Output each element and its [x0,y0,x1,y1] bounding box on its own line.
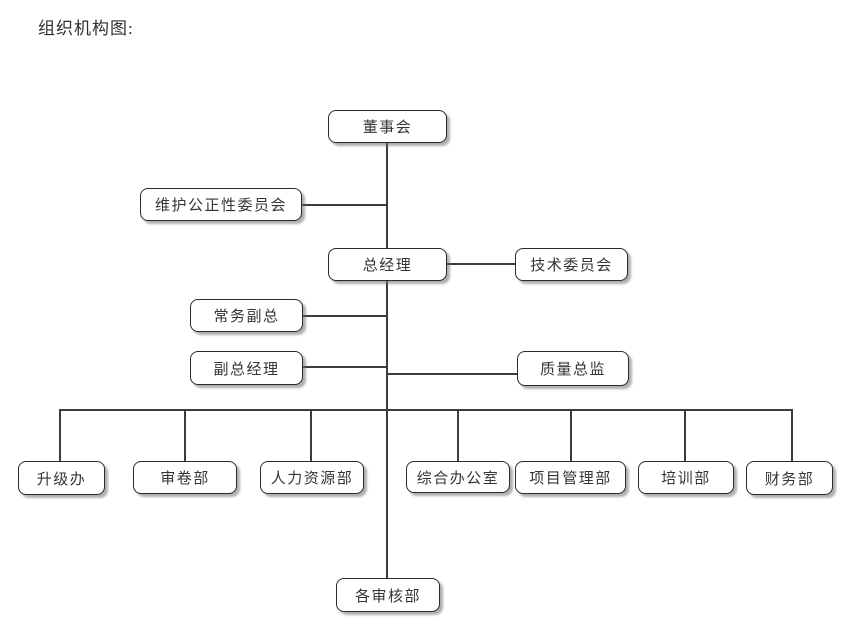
connector-quality-director [387,373,517,375]
page-title: 组织机构图: [38,19,134,38]
connector-technical-committee [447,263,515,265]
node-deputy-gm: 副总经理 [190,351,303,385]
drop-upgrade-office [59,409,61,461]
drop-general-office [457,409,459,461]
connector-gm-to-distribution [386,281,388,411]
node-general-office: 综合办公室 [406,461,510,493]
node-training-dept: 培训部 [638,461,734,494]
drop-exam-paper-dept [184,409,186,461]
node-executive-deputy-gm: 常务副总 [190,299,303,332]
node-impartiality-committee: 维护公正性委员会 [140,188,302,221]
drop-training-dept [684,409,686,461]
node-technical-committee: 技术委员会 [515,248,628,281]
node-audit-depts: 各审核部 [336,578,440,612]
node-general-manager: 总经理 [328,248,447,281]
connector-impartiality-committee [302,204,387,206]
drop-finance-dept [791,409,793,461]
node-board-of-directors: 董事会 [328,110,447,143]
drop-hr-dept [310,409,312,461]
drop-project-mgmt-dept [570,409,572,461]
node-quality-director: 质量总监 [517,351,629,386]
connector-to-audit-depts [386,409,388,578]
node-project-mgmt-dept: 项目管理部 [515,461,626,494]
node-exam-paper-dept: 审卷部 [133,461,237,494]
node-upgrade-office: 升级办 [18,461,105,495]
connector-executive-deputy-gm [303,315,387,317]
node-finance-dept: 财务部 [746,461,833,495]
distribution-line [59,409,793,411]
connector-deputy-gm [303,366,387,368]
connector-board-to-gm [386,143,388,248]
node-hr-dept: 人力资源部 [260,461,364,494]
